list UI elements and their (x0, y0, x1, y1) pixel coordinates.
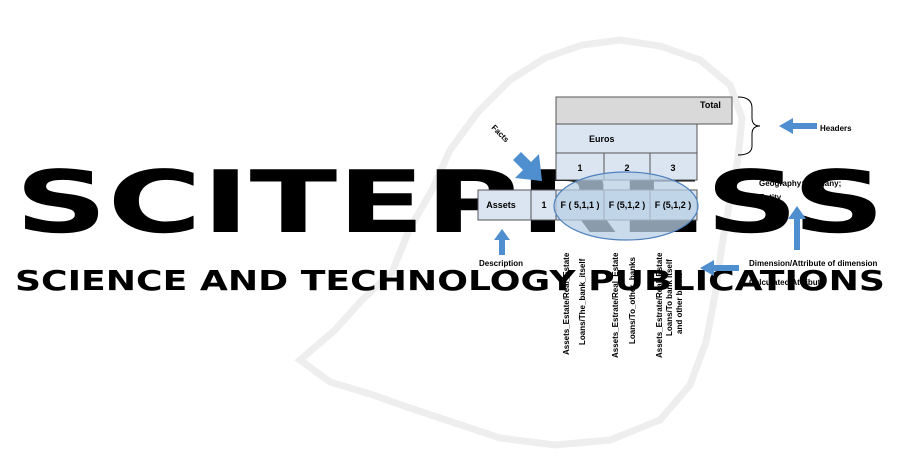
row-label: Assets (486, 200, 516, 210)
watermark-title: SCITEPRESS (15, 153, 885, 253)
vertical-label-2-line-1: Assets_Estrate/Real_Estate (611, 252, 620, 358)
vertical-label-3-line-2: Loans/To bank itself (665, 259, 674, 336)
facts-highlight-ellipse (553, 171, 699, 241)
dimension-label: Dimension/Attribute of dimension (749, 259, 878, 268)
calculated-attribute-arrow-icon (700, 260, 739, 276)
euros-header-label: Euros (589, 134, 615, 144)
vertical-label-3-line-1: Assets_Estrate/Real_Estate (655, 252, 664, 358)
headers-brace (737, 96, 761, 156)
facts-arrow-icon (513, 152, 542, 181)
row-number-label: 1 (541, 200, 546, 210)
euros-header-cell (555, 123, 698, 154)
facts-label: Facts (490, 123, 512, 145)
vertical-label-1-line-2: Loans/The_bank_itself (578, 258, 587, 345)
column-header-label-2: 2 (624, 163, 629, 173)
column-header-label-1: 1 (577, 163, 582, 173)
calculated-attribute-label: Calculated Attribute (749, 278, 825, 287)
entity-label: Entity (759, 193, 782, 202)
fact-value-3: F (5,1,2 ) (655, 200, 692, 210)
headers-arrow-icon (779, 118, 817, 134)
vertical-label-3-line-3: and other banks (675, 272, 684, 334)
total-header-label: Total (700, 100, 721, 110)
total-header-cell (555, 96, 733, 125)
vertical-label-1-line-1: Assets_Estate/Real_Estate (562, 252, 571, 355)
fact-value-1: F ( 5,1,1 ) (560, 200, 599, 210)
description-arrow-icon (494, 229, 510, 255)
vertical-label-2-line-2: Loans/To_other_banks (628, 256, 637, 344)
watermark: SCITEPRESS SCIENCE AND TECHNOLOGY PUBLIC… (15, 36, 885, 449)
fact-value-2: F (5,1,2 ) (609, 200, 646, 210)
row-number-cell (530, 189, 557, 221)
row-label-cell (477, 189, 532, 221)
column-header-label-3: 3 (670, 163, 675, 173)
headers-label: Headers (820, 124, 852, 133)
watermark-subtitle: SCIENCE AND TECHNOLOGY PUBLICATIONS (15, 264, 885, 297)
geography-label: Geography:Germany; (759, 179, 841, 188)
watermark-map-outline (294, 36, 746, 449)
entity-arrow-icon (788, 206, 806, 250)
description-label: Description (479, 259, 523, 268)
